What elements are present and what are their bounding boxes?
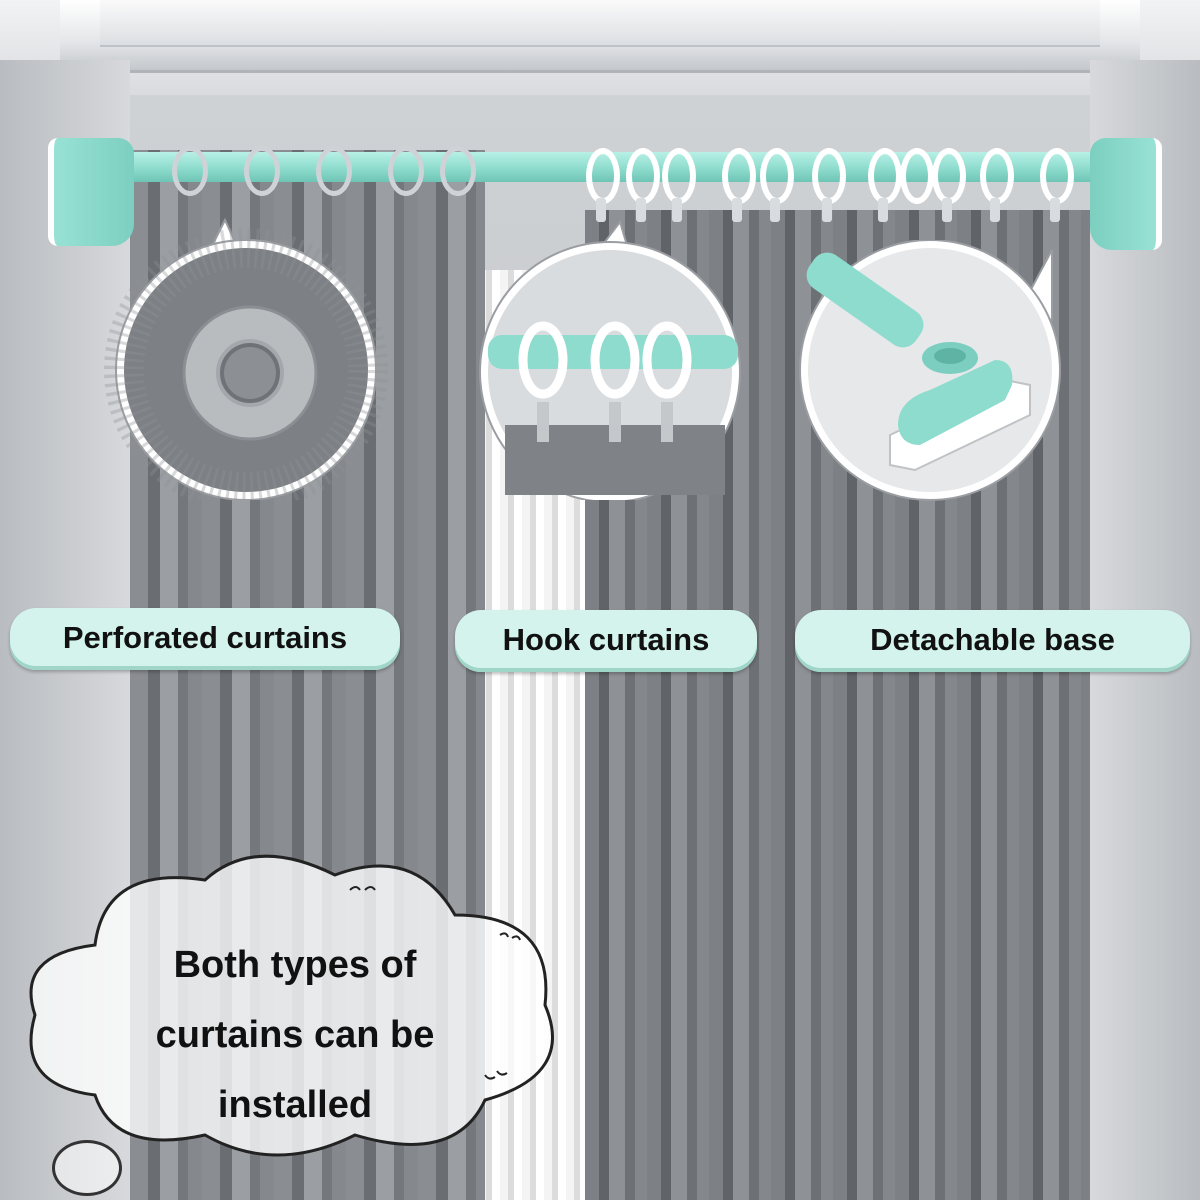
crown-molding-inner [100,0,1100,47]
grommet-ring [316,146,352,196]
grommet-ring [244,146,280,196]
curtain-ring [626,148,660,204]
curtain-ring [1040,148,1074,204]
curtain-hook [878,198,888,222]
curtain-hook [596,198,606,222]
grommet-ring [388,146,424,196]
curtain-ring [932,148,966,204]
curtain-ring [662,148,696,204]
curtain-hook [732,198,742,222]
curtain-ring [980,148,1014,204]
grommet-ring [172,146,208,196]
thought-cloud [29,854,554,1157]
curtain-ring [586,148,620,204]
curtain-ring [760,148,794,204]
curtain-hook [770,198,780,222]
ring-closeup-icon [590,321,640,399]
cloud-line-3: installed [217,1084,373,1126]
small-thought-bubble [52,1140,122,1196]
rod-closeup [488,335,738,369]
curtain-ring [812,148,846,204]
rod-end-base-left [48,138,134,246]
zoom-bubble-base [799,240,1061,501]
curtain-ring [722,148,756,204]
curtain-hook [990,198,1000,222]
label-perforated-curtains: Perforated curtains [10,608,400,670]
cloud-line-2: curtains can be [155,1014,435,1056]
rod-tip-closeup [806,252,924,348]
curtain-hook [1050,198,1060,222]
curtain-hook [942,198,952,222]
label-hook-curtains: Hook curtains [455,610,757,672]
zoom-bubble-hooks [479,219,741,500]
grommet-ring [440,146,476,196]
curtain-ring [868,148,902,204]
label-detachable-base: Detachable base [795,610,1190,672]
zoom-bubble-grommet [104,217,388,500]
cloud-line-1: Both types of [173,944,417,986]
curtain-ring [900,148,934,204]
curtain-hook [822,198,832,222]
curtain-hook [672,198,682,222]
curtain-hook [636,198,646,222]
cloud-caption: Both types of curtains can be installed [95,930,495,1140]
ring-closeup-icon [518,321,568,399]
ring-closeup-icon [642,321,692,399]
rod-end-base-right [1090,138,1162,250]
